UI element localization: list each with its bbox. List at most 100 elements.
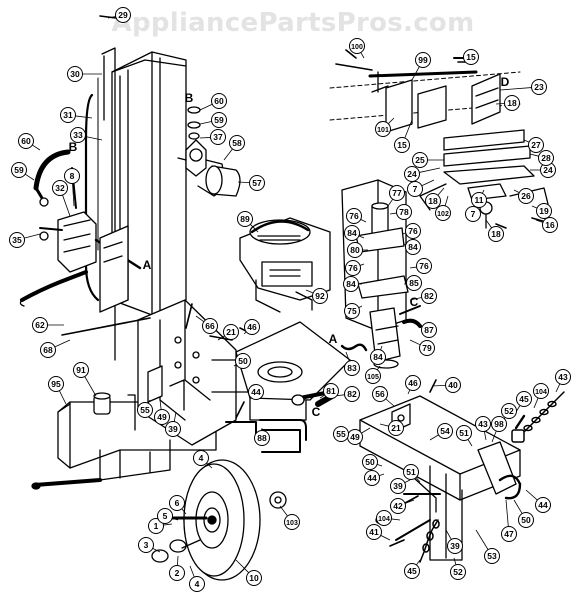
- part-callout-3[interactable]: 3: [138, 537, 154, 553]
- part-callout-52[interactable]: 52: [501, 403, 517, 419]
- part-callout-98[interactable]: 98: [491, 416, 507, 432]
- part-callout-103[interactable]: 103: [284, 514, 300, 530]
- part-callout-89[interactable]: 89: [237, 211, 253, 227]
- part-callout-18[interactable]: 18: [488, 226, 504, 242]
- part-callout-76[interactable]: 76: [405, 223, 421, 239]
- part-callout-7[interactable]: 7: [465, 206, 481, 222]
- part-callout-80[interactable]: 80: [347, 242, 363, 258]
- part-callout-56[interactable]: 56: [372, 386, 388, 402]
- part-callout-78[interactable]: 78: [396, 204, 412, 220]
- part-callout-32[interactable]: 32: [52, 180, 68, 196]
- part-callout-76[interactable]: 76: [416, 258, 432, 274]
- part-callout-25[interactable]: 25: [412, 152, 428, 168]
- part-callout-88[interactable]: 88: [254, 430, 270, 446]
- part-callout-19[interactable]: 19: [536, 203, 552, 219]
- part-callout-92[interactable]: 92: [312, 288, 328, 304]
- part-callout-52[interactable]: 52: [450, 564, 466, 580]
- part-callout-42[interactable]: 42: [390, 498, 406, 514]
- part-callout-84[interactable]: 84: [370, 349, 386, 365]
- part-callout-15[interactable]: 15: [463, 49, 479, 65]
- part-callout-39[interactable]: 39: [390, 478, 406, 494]
- part-callout-55[interactable]: 55: [333, 426, 349, 442]
- part-callout-44[interactable]: 44: [248, 384, 264, 400]
- part-callout-84[interactable]: 84: [343, 276, 359, 292]
- part-callout-81[interactable]: 81: [323, 383, 339, 399]
- part-callout-47[interactable]: 47: [501, 526, 517, 542]
- part-callout-33[interactable]: 33: [70, 127, 86, 143]
- part-callout-66[interactable]: 66: [202, 318, 218, 334]
- part-callout-39[interactable]: 39: [447, 538, 463, 554]
- part-callout-85[interactable]: 85: [406, 275, 422, 291]
- part-callout-76[interactable]: 76: [345, 260, 361, 276]
- part-callout-6[interactable]: 6: [169, 495, 185, 511]
- part-callout-105[interactable]: 105: [365, 368, 381, 384]
- part-callout-104[interactable]: 104: [376, 510, 392, 526]
- part-callout-87[interactable]: 87: [421, 322, 437, 338]
- part-callout-82[interactable]: 82: [344, 386, 360, 402]
- part-callout-44[interactable]: 44: [364, 470, 380, 486]
- part-callout-84[interactable]: 84: [405, 239, 421, 255]
- part-callout-75[interactable]: 75: [344, 303, 360, 319]
- part-callout-21[interactable]: 21: [223, 324, 239, 340]
- part-callout-104[interactable]: 104: [533, 383, 549, 399]
- part-callout-39[interactable]: 39: [165, 421, 181, 437]
- part-callout-44[interactable]: 44: [535, 497, 551, 513]
- part-callout-2[interactable]: 2: [169, 565, 185, 581]
- part-callout-60[interactable]: 60: [211, 93, 227, 109]
- part-callout-28[interactable]: 28: [538, 150, 554, 166]
- part-callout-76[interactable]: 76: [346, 208, 362, 224]
- part-callout-24[interactable]: 24: [404, 166, 420, 182]
- part-callout-26[interactable]: 26: [518, 188, 534, 204]
- part-callout-21[interactable]: 21: [388, 420, 404, 436]
- part-callout-50[interactable]: 50: [362, 454, 378, 470]
- part-callout-60[interactable]: 60: [18, 133, 34, 149]
- part-callout-68[interactable]: 68: [40, 342, 56, 358]
- part-callout-77[interactable]: 77: [389, 185, 405, 201]
- part-callout-43[interactable]: 43: [475, 416, 491, 432]
- part-callout-53[interactable]: 53: [484, 548, 500, 564]
- part-callout-43[interactable]: 43: [555, 369, 571, 385]
- part-callout-35[interactable]: 35: [9, 232, 25, 248]
- part-callout-59[interactable]: 59: [11, 162, 27, 178]
- part-callout-46[interactable]: 46: [405, 375, 421, 391]
- part-callout-1[interactable]: 1: [148, 518, 164, 534]
- part-callout-40[interactable]: 40: [445, 377, 461, 393]
- part-callout-30[interactable]: 30: [67, 66, 83, 82]
- part-callout-100[interactable]: 100: [349, 38, 365, 54]
- part-callout-84[interactable]: 84: [344, 225, 360, 241]
- part-callout-7[interactable]: 7: [407, 181, 423, 197]
- part-callout-46[interactable]: 46: [244, 319, 260, 335]
- part-callout-27[interactable]: 27: [528, 137, 544, 153]
- part-callout-101[interactable]: 101: [375, 121, 391, 137]
- part-callout-51[interactable]: 51: [403, 464, 419, 480]
- part-callout-41[interactable]: 41: [366, 524, 382, 540]
- part-callout-18[interactable]: 18: [504, 95, 520, 111]
- part-callout-49[interactable]: 49: [154, 409, 170, 425]
- part-callout-95[interactable]: 95: [48, 376, 64, 392]
- part-callout-50[interactable]: 50: [235, 353, 251, 369]
- part-callout-4[interactable]: 4: [193, 450, 209, 466]
- part-callout-58[interactable]: 58: [229, 135, 245, 151]
- part-callout-82[interactable]: 82: [421, 288, 437, 304]
- part-callout-4[interactable]: 4: [189, 576, 205, 592]
- part-callout-55[interactable]: 55: [137, 402, 153, 418]
- part-callout-49[interactable]: 49: [347, 429, 363, 445]
- part-callout-16[interactable]: 16: [542, 217, 558, 233]
- part-callout-37[interactable]: 37: [210, 129, 226, 145]
- part-callout-5[interactable]: 5: [157, 508, 173, 524]
- part-callout-51[interactable]: 51: [456, 425, 472, 441]
- part-callout-57[interactable]: 57: [249, 175, 265, 191]
- part-callout-62[interactable]: 62: [32, 317, 48, 333]
- part-callout-23[interactable]: 23: [531, 79, 547, 95]
- part-callout-31[interactable]: 31: [60, 107, 76, 123]
- part-callout-18[interactable]: 18: [425, 193, 441, 209]
- part-callout-15[interactable]: 15: [394, 137, 410, 153]
- part-callout-50[interactable]: 50: [518, 512, 534, 528]
- part-callout-45[interactable]: 45: [404, 563, 420, 579]
- part-callout-102[interactable]: 102: [435, 205, 451, 221]
- part-callout-91[interactable]: 91: [73, 362, 89, 378]
- part-callout-59[interactable]: 59: [211, 112, 227, 128]
- part-callout-83[interactable]: 83: [344, 360, 360, 376]
- part-callout-11[interactable]: 11: [471, 192, 487, 208]
- part-callout-8[interactable]: 8: [64, 168, 80, 184]
